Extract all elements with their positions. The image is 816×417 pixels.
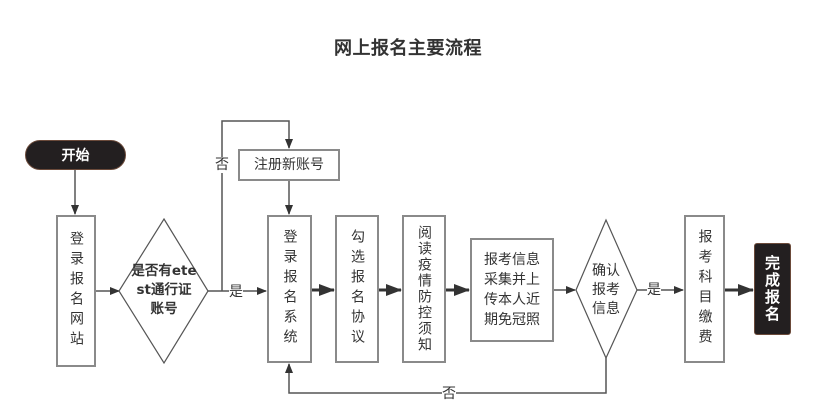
edge-decision-no bbox=[221, 120, 293, 291]
step-agree-protocol-label: 勾选报名协议 bbox=[349, 229, 365, 349]
edge-label-no-account: 否 bbox=[215, 157, 229, 173]
step-login-site: 登录报名网站 bbox=[56, 215, 96, 367]
step-agree-protocol: 勾选报名协议 bbox=[335, 215, 379, 363]
step-read-notice: 阅读疫情防控须知 bbox=[402, 215, 446, 363]
edge-label-confirm-no: 否 bbox=[442, 386, 456, 402]
decision-has-account-shape bbox=[118, 217, 209, 365]
step-login-system-label: 登录报名系统 bbox=[281, 229, 298, 349]
decision-confirm-label: 确认报考信息 bbox=[592, 263, 620, 317]
edge-label-confirm-yes: 是 bbox=[647, 282, 661, 298]
decision-confirm-shape bbox=[575, 218, 638, 360]
step-pay-fee: 报考科目缴费 bbox=[684, 215, 725, 363]
diagram-title: 网上报名主要流程 bbox=[334, 38, 482, 59]
step-login-site-label: 登录报名网站 bbox=[68, 231, 84, 351]
edge-label-yes-account: 是 bbox=[229, 284, 243, 300]
step-collect-info: 报考信息采集并上传本人近期免冠照 bbox=[470, 238, 554, 342]
start-terminal: 开始 bbox=[25, 140, 126, 170]
step-login-system: 登录报名系统 bbox=[267, 215, 312, 363]
start-label: 开始 bbox=[61, 148, 90, 164]
step-read-notice-label: 阅读疫情防控须知 bbox=[416, 225, 432, 353]
step-register-label: 注册新账号 bbox=[254, 157, 324, 173]
decision-has-account-label: 是否有etest通行证账号 bbox=[131, 263, 197, 317]
finish-terminal: 完成报名 bbox=[754, 243, 791, 335]
step-register: 注册新账号 bbox=[238, 149, 340, 181]
step-collect-info-label: 报考信息采集并上传本人近期免冠照 bbox=[484, 252, 540, 328]
step-pay-fee-label: 报考科目缴费 bbox=[696, 229, 713, 349]
finish-label: 完成报名 bbox=[763, 255, 781, 323]
